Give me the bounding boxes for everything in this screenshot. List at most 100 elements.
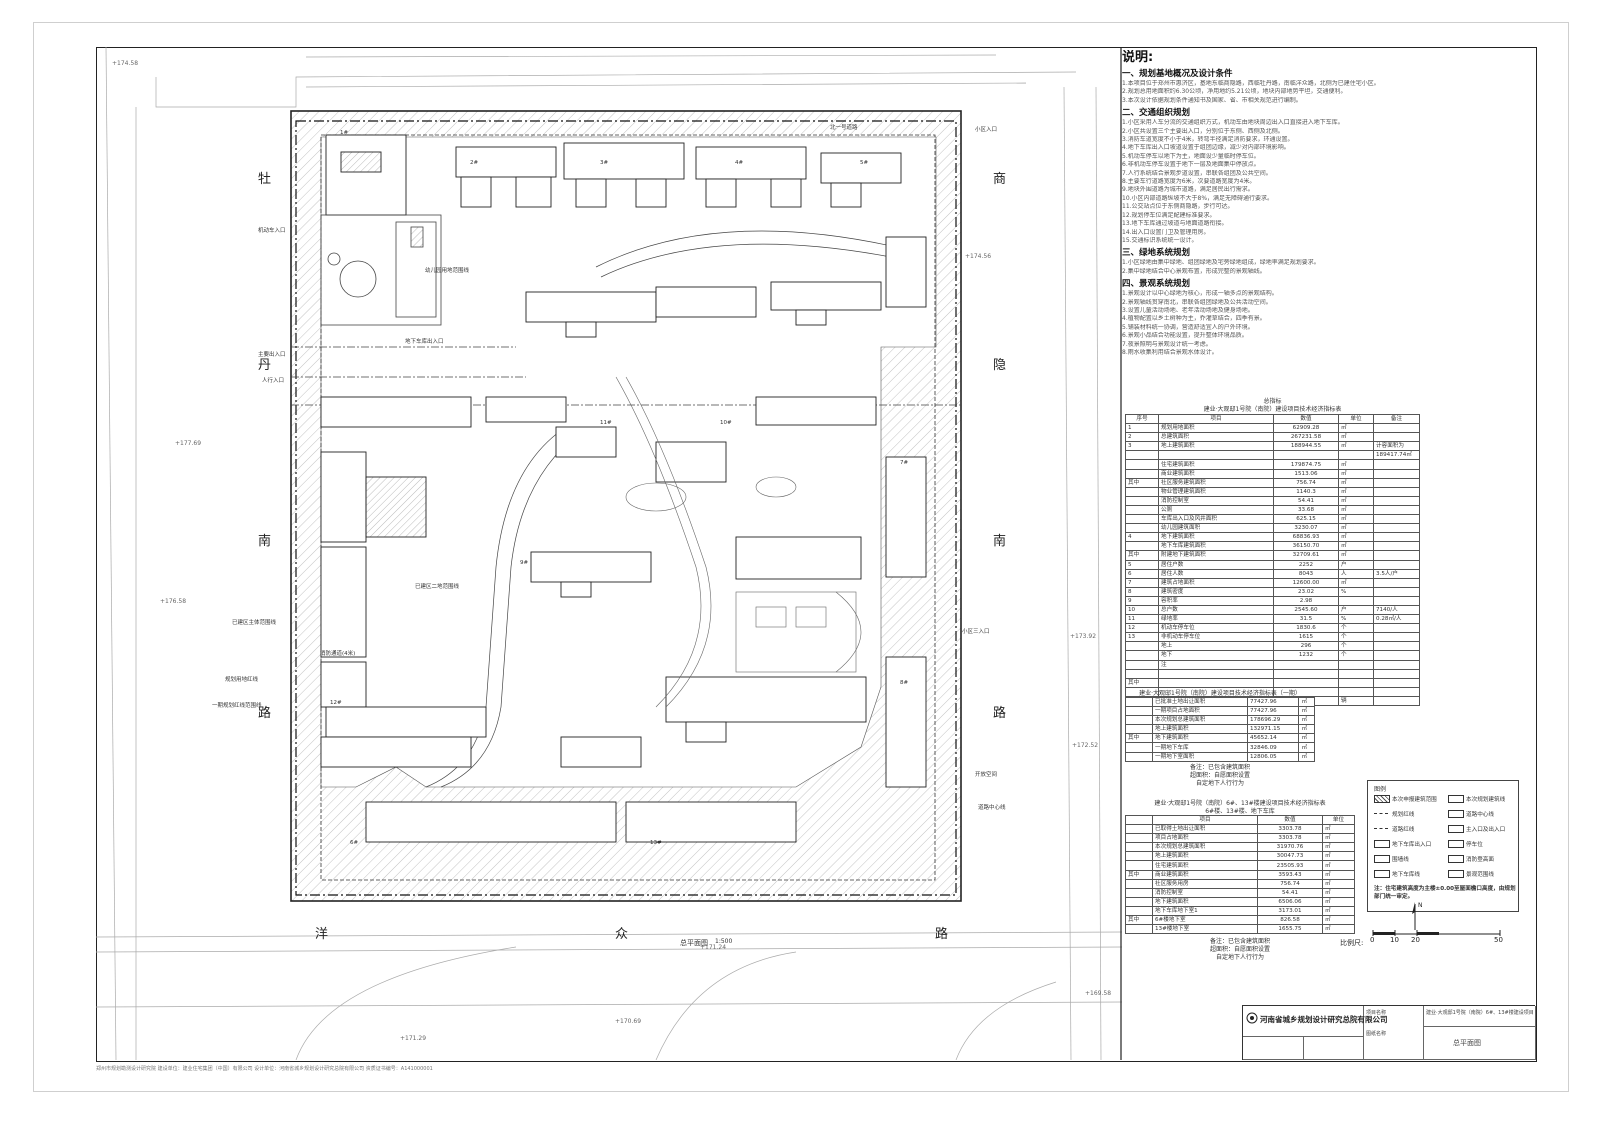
legend-swatch (1448, 810, 1464, 818)
table-cell: 36150.70 (1273, 541, 1339, 552)
table-cell (1125, 842, 1153, 853)
table-cell: 3230.07 (1273, 523, 1339, 534)
table-cell (1373, 477, 1420, 488)
table3-note-2: 超面积：自愿面积设置 (1209, 946, 1270, 953)
notes-line: 13.地下车库通过坡道与地面道路衔接。 (1122, 220, 1228, 228)
bldg-mark-4: 4# (735, 160, 744, 166)
table-cell: 其中 (1125, 733, 1153, 744)
table-row (1125, 668, 1420, 679)
table-cell (1125, 851, 1153, 862)
table-cell: 地下建筑面积 (1152, 733, 1248, 744)
table-cell: 6506.06 (1257, 896, 1323, 907)
table-cell: ㎡ (1338, 486, 1374, 497)
notes-line: 6.非机动车停车设置于地下一层及地面集中停放点。 (1122, 161, 1260, 169)
label-fire-lane: 消防通道(4米) (320, 651, 356, 657)
table-cell: 1232 (1273, 650, 1339, 661)
table-cell (1338, 595, 1374, 606)
table-cell: 地上建筑面积 (1152, 851, 1258, 862)
table-cell: 77427.96 (1246, 706, 1300, 717)
table-cell: ㎡ (1338, 550, 1374, 561)
table-cell: ㎡ (1322, 869, 1355, 880)
scale-prefix: 比例尺: (1340, 939, 1364, 947)
table-cell: ㎡ (1322, 905, 1355, 917)
table-cell: 地下 (1158, 650, 1274, 661)
landscape (615, 376, 862, 708)
legend-item-label: 道路红线 (1392, 827, 1415, 833)
notes-line: 15.交通标识系统统一设计。 (1122, 236, 1198, 244)
table2-caption: 建业·大观邸1号院（南院）建设项目技术经济指标表（一期） (1139, 690, 1301, 697)
legend-item-label: 本次规划建筑线 (1466, 797, 1506, 803)
notes-sec3: 三、绿地系统规划 (1122, 248, 1191, 259)
table-cell: 13 (1125, 632, 1159, 643)
table-cell: 其中 (1125, 677, 1159, 688)
table-cell: 178696.29 (1246, 715, 1300, 726)
table-cell (1373, 595, 1420, 606)
notes-sec1: 一、规划基地概况及设计条件 (1122, 69, 1233, 79)
notes-line: 3.设置儿童活动场地、老年活动场地及健身场地。 (1122, 306, 1254, 314)
col-header: 序号 (1125, 413, 1159, 425)
table-cell: 12806.05 (1246, 751, 1300, 762)
road-south-char-1: 洋 (315, 927, 329, 942)
table-cell: ㎡ (1322, 896, 1355, 907)
label-center-road: 道路中心线 (978, 805, 1006, 811)
notes-line: 12.规划停车位满足配建标准要求。 (1122, 211, 1216, 219)
table-cell: 32709.61 (1273, 550, 1339, 561)
table2-note-2: 超面积：自愿面积设置 (1189, 772, 1250, 779)
table-cell: ㎡ (1338, 495, 1374, 506)
table-cell: 住宅建筑面积 (1158, 459, 1274, 470)
table3-note-3: 自定地下人行行为 (1215, 954, 1264, 961)
col-header: 项目 (1158, 413, 1274, 425)
table-cell: ㎡ (1298, 742, 1315, 753)
scale-tick-10: 10 (1390, 936, 1399, 944)
table-cell: 132971.15 (1246, 724, 1300, 735)
notes-line: 2.景观轴线贯穿南北，串联各组团绿地及公共活动空间。 (1122, 298, 1272, 306)
bldg-mark-2: 2# (470, 160, 479, 166)
scale-tick-0: 0 (1370, 936, 1375, 944)
table-cell (1373, 541, 1420, 552)
table-row: 其中 (1125, 677, 1420, 688)
table-cell: 居住人数 (1158, 568, 1274, 579)
plan-title: 总平面图 (680, 939, 708, 947)
legend-item-label: 本次申报建筑范围 (1392, 797, 1437, 803)
table-cell: 商业建筑面积 (1158, 468, 1274, 479)
table-cell: 1830.6 (1273, 623, 1339, 634)
table-cell: 地下车库建筑面积 (1158, 541, 1274, 552)
table-cell (1125, 824, 1153, 835)
table-cell (1338, 450, 1374, 461)
label-phase-one: 一期规划红线范围线 (212, 703, 262, 709)
bldg-mark-1: 1# (340, 130, 349, 136)
table-cell: 31970.76 (1257, 842, 1323, 853)
table1-caption-b: 建业·大观邸1号院（南院）建设项目技术经济指标表 (1203, 406, 1342, 413)
redline (295, 120, 957, 896)
table-cell: ㎡ (1322, 878, 1355, 889)
legend-swatch (1374, 870, 1390, 878)
table-cell: 其中 (1125, 477, 1159, 488)
table-cell: 规划用地面积 (1158, 423, 1274, 434)
bldg-mark-8: 8# (900, 680, 909, 686)
table-cell: ㎡ (1322, 833, 1355, 844)
table-cell (1125, 468, 1159, 479)
table-cell: ㎡ (1338, 432, 1374, 443)
table-cell: 62909.28 (1273, 423, 1339, 434)
table-cell (1373, 559, 1420, 570)
legend-item-label: 停车位 (1466, 842, 1483, 848)
table-cell: 756.74 (1273, 477, 1339, 488)
site-plan (96, 47, 1122, 1060)
table3-note-1: 备注：已包含建筑面积 (1209, 938, 1270, 945)
notes-line: 2.小区共设置三个主要出入口，分别位于东侧、西侧及北侧。 (1122, 127, 1284, 135)
label-entry-w1: 机动车入口 (258, 228, 286, 234)
